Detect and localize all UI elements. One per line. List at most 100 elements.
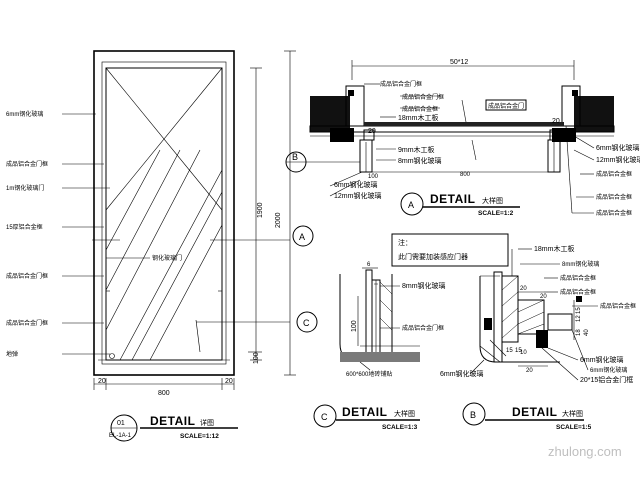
detail-a-right-1: 成品铝合金框 [596,170,632,178]
door-x-line-2 [105,67,223,211]
callout-frame: 成品铝合金门框 [6,160,48,168]
callout-door: 1m钢化玻璃门 [6,184,44,192]
detail-a-8mm: 8mm钢化玻璃 [398,156,442,165]
cut-line [195,319,201,353]
leader [573,135,595,149]
board-hatch [501,307,519,323]
leader [329,171,363,187]
detail-a: 50*12 成品铝合金门 成品铝合金门框 成品铝合金门框 成品铝合金 [285,59,640,217]
dim-6: 6 [367,262,371,268]
section-a-label: A [299,232,305,242]
detail-b-18mm: 18mm木工板 [534,244,574,253]
detail-c-title-cn: 大样图 [394,409,415,418]
glass-hatch [131,191,223,361]
wood-hatch [517,323,545,335]
callout-floor-spring: 地弹 [6,350,18,358]
frame-bolt [348,90,354,96]
detail-b-small-2: 成品铝合金框 [560,288,596,296]
board-hatch [501,275,519,291]
detail-a-right-2: 成品铝合金框 [596,193,632,201]
dim-20-a: 20 [368,128,376,135]
detail-b-wood-block [517,299,545,335]
glass-hatch [105,149,201,331]
leader-vertical [565,125,573,214]
detail-c-bubble [313,404,337,428]
watermark: zhulong.com [548,444,622,459]
detail-a-6mm-right: 6mm钢化玻璃 [596,143,640,152]
dim-1900: 1900 [257,202,264,218]
door-leaf-frame [101,61,227,365]
note-box [391,233,509,267]
callout-15-frame: 15厚铝合金框 [6,223,43,231]
detail-b-8mm: 8mm钢化玻璃 [562,260,599,268]
leader [547,347,579,361]
detail-b-title: DETAIL [512,405,557,419]
title-ref: EL-1A-1 [109,433,132,439]
detail-c: 6 100 8mm钢化玻璃 成品铝合金门框 600*600地砖铺贴 C DETA… [313,262,446,431]
detail-a-12mm-right: 12mm钢化玻璃 [596,155,640,164]
glass-hatch [105,149,161,251]
dim-15-b3: 15 [576,307,582,314]
floor-spring-mark [109,353,115,359]
dim-40-b: 40 [584,329,590,336]
section-c-label: C [303,318,310,328]
leader [329,179,361,197]
detail-b-6mm: 6mm钢化玻璃 [580,355,624,364]
dim-20-b1: 20 [520,286,527,292]
detail-a-right-3: 成品铝合金框 [596,209,632,217]
leader [573,149,595,161]
detail-c-title: DETAIL [342,405,387,419]
mid-label-box [485,99,527,111]
detail-b-board [501,275,519,343]
glass-hatch [149,224,223,361]
callout-frame-3: 成品铝合金门框 [6,319,48,327]
detail-a-6mm-b: 6mm钢化玻璃 [440,369,484,378]
corner-hatch [489,339,507,357]
detail-a-scale: SCALE=1:2 [478,210,514,217]
detail-a-bubble-label: A [408,200,414,210]
detail-a-title: DETAIL [430,192,475,206]
dim-20-b2: 20 [540,294,547,300]
detail-a-top-label-1: 成品铝合金门框 [380,80,422,88]
glass-strip [364,122,564,126]
section-bubble-a[interactable] [292,225,314,247]
wall-hatch [379,281,393,295]
detail-a-12mm-left: 12mm钢化玻璃 [334,191,381,200]
dim-20-b3: 20 [526,368,533,374]
detail-b-joint [484,318,492,330]
right-joint [552,128,576,142]
frame-bolt [572,90,578,96]
glass-hatch [105,149,181,291]
note-line-2: 此门需要加装感应门器 [398,252,468,261]
glass-hatch [119,169,223,361]
detail-a-9mm: 9mm木工板 [398,145,435,154]
dim-10-b: 10 [520,350,527,356]
dim-800: 800 [158,390,170,397]
break-line [471,139,477,161]
glass-8mm [365,269,373,357]
detail-b-small-1: 成品铝合金框 [560,274,596,282]
dim-2000: 2000 [275,212,282,228]
detail-b-scale: SCALE=1:5 [556,424,592,431]
detail-a-bubble [400,192,424,216]
detail-a-title-cn: 大样图 [482,196,503,205]
leader [469,359,485,375]
dim-12-b: 12 [576,315,582,322]
callout-glass: 6mm钢化玻璃 [6,110,43,118]
detail-b-glass-frame [493,271,503,363]
break-line [461,99,467,123]
leader [541,347,579,381]
detail-b-glass [547,313,573,331]
detail-b-mid: 6mm钢化玻璃 [590,366,627,374]
title-cn: 详图 [200,418,214,427]
detail-a-top-label-2: 成品铝合金门框 [402,93,444,101]
detail-b-bubble-label: B [470,410,476,420]
detail-a-mid-label: 成品铝合金门 [488,102,524,110]
title-detail: DETAIL [150,414,195,428]
dim-100-a: 100 [368,174,379,180]
dim-15-b2: 15 [515,348,522,354]
wall-block-left [310,96,350,132]
section-bubble-c[interactable] [296,311,318,333]
detail-b: 18mm木工板 8mm钢化玻璃 成品铝合金框 成品铝合金框 成品铝合金框 6mm… [440,244,636,431]
board-hatch [501,291,519,307]
